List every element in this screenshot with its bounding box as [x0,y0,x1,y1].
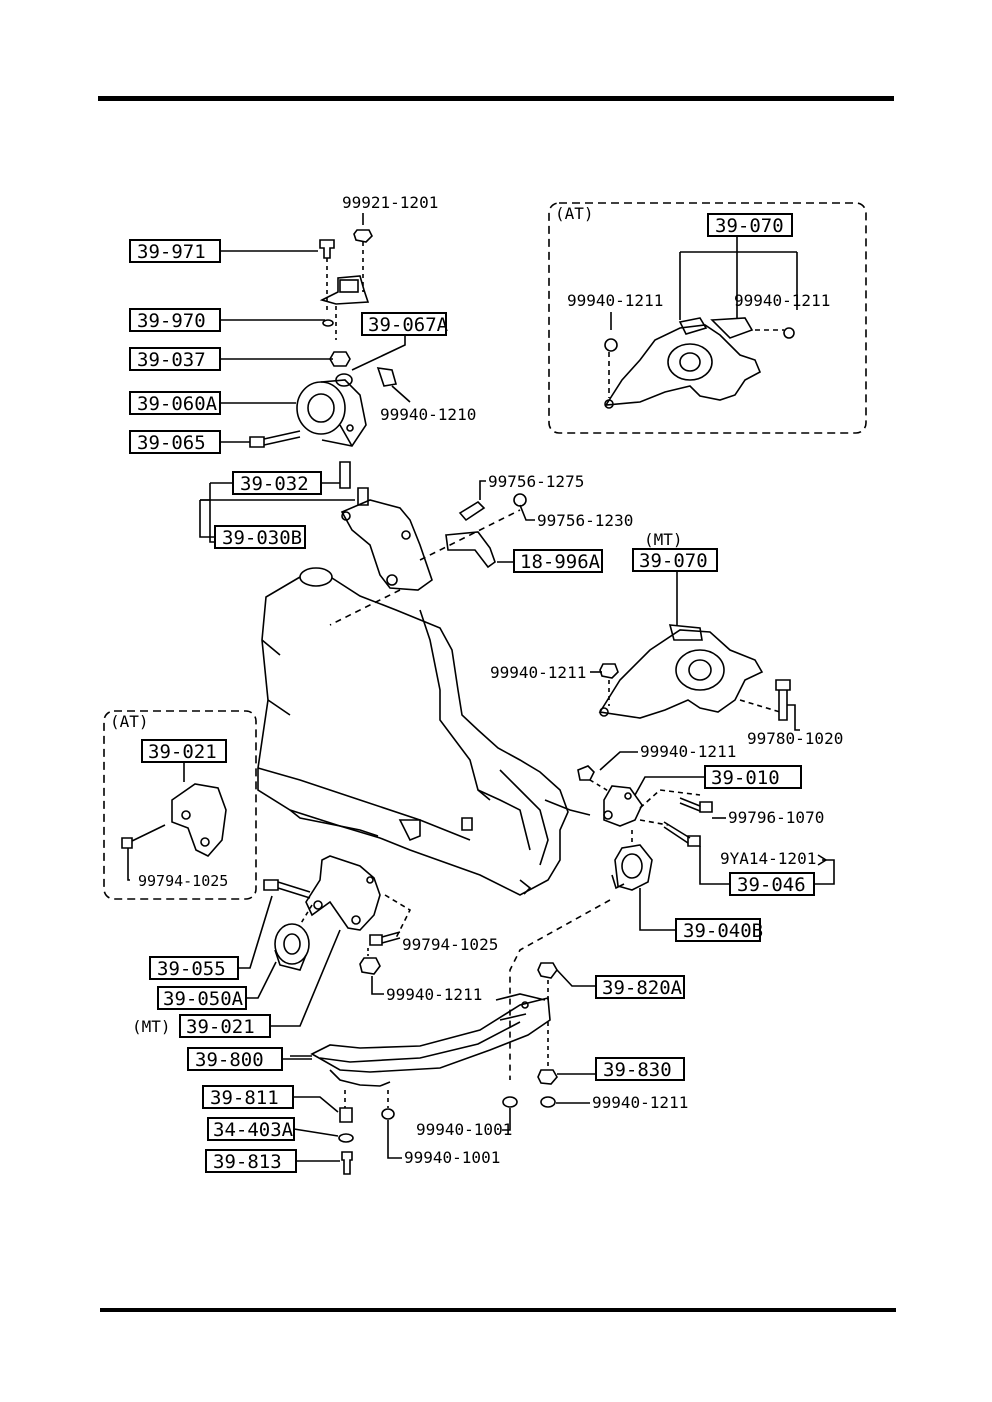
label-39-021-mt: 39-021 [186,1016,255,1038]
label-39-800: 39-800 [195,1049,264,1071]
label-39-040B: 39-040B [683,920,763,942]
label-39-030B: 39-030B [222,527,302,549]
label-18-996A: 18-996A [520,551,601,573]
at-tag-top: (AT) [555,204,594,223]
label-99794-1025-at: 99794-1025 [138,872,228,890]
at-inset-left [103,710,257,900]
label-99756-1230: 99756-1230 [537,511,633,530]
label-39-970: 39-970 [137,310,206,332]
label-39-060A: 39-060A [137,393,218,415]
label-99756-1275: 99756-1275 [488,472,584,491]
label-39-010: 39-010 [711,767,780,789]
engine-mount-39-070-mt [598,624,781,719]
label-99794-1025: 99794-1025 [402,935,498,954]
engine-mount-39-040B [611,844,653,891]
engine-mount-at-drawing [604,317,795,409]
label-39-037: 39-037 [137,349,206,371]
label-99940-1001-b: 99940-1001 [404,1148,500,1167]
crossmember-39-800 [310,993,551,1087]
label-39-067A: 39-067A [368,314,449,336]
label-99940-1211-c: 99940-1211 [640,742,736,761]
label-99940-1210: 99940-1210 [380,405,476,424]
label-39-070-mt: 39-070 [639,550,708,572]
label-39-065: 39-065 [137,432,206,454]
engine-mount-39-060A [296,379,367,447]
label-39-820A: 39-820A [602,977,683,999]
label-99940-1211-at-l: 99940-1211 [567,291,663,310]
label-39-830: 39-830 [603,1059,672,1081]
engine-mount-39-050A [274,923,310,971]
label-34-403A: 34-403A [213,1119,294,1141]
label-39-032: 39-032 [240,473,309,495]
label-99940-1211-at-r: 99940-1211 [734,291,830,310]
label-39-046: 39-046 [737,874,806,896]
top-rule [98,96,894,101]
label-99940-1211-e: 99940-1211 [592,1093,688,1112]
label-99940-1001-a: 99940-1001 [416,1120,512,1139]
bracket-18-996A [445,531,496,569]
label-99921-1201: 99921-1201 [342,193,438,212]
bracket-39-010 [603,785,643,827]
bracket-39-970 [319,275,370,305]
label-39-813: 39-813 [213,1151,282,1173]
at-inset-top [548,202,867,434]
engine-block-drawing [257,567,591,896]
bracket-39-021-at [171,783,227,857]
bracket-39-030B [340,487,433,591]
label-99796-1070: 99796-1070 [728,808,824,827]
mt-tag-left: (MT) [132,1017,171,1036]
at-tag-left: (AT) [110,712,149,731]
label-99940-1211-mt: 99940-1211 [490,663,586,682]
label-39-070-at: 39-070 [715,215,784,237]
label-39-050A: 39-050A [163,988,244,1010]
mt-tag-top: (MT) [644,530,683,549]
label-39-021-at: 39-021 [148,741,217,763]
label-9YA14-1201: 9YA14-1201 [720,849,816,868]
label-39-811: 39-811 [210,1087,279,1109]
label-39-971: 39-971 [137,241,206,263]
label-39-055: 39-055 [157,958,226,980]
bottom-rule [100,1308,896,1312]
label-99780-1020: 99780-1020 [747,729,843,748]
label-99940-1211-d: 99940-1211 [386,985,482,1004]
bracket-39-021-mt [305,855,381,931]
